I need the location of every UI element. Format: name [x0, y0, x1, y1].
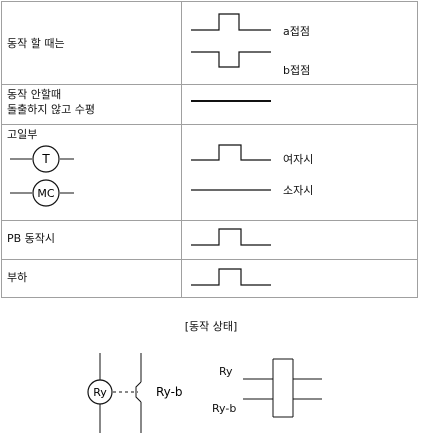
- row3-label: 고일부: [7, 128, 38, 141]
- excited-label: 여자시: [283, 153, 314, 166]
- column-divider: [181, 2, 182, 297]
- row5-label: 부하: [7, 271, 28, 284]
- pb-wave: [191, 228, 271, 246]
- excitation-wave: [191, 144, 271, 191]
- coil-t-label: T: [41, 152, 50, 166]
- a-contact-label: a접점: [283, 25, 310, 38]
- symbol-table: [1, 1, 418, 298]
- row4-label: PB 동작시: [7, 232, 56, 245]
- row-divider: [2, 259, 417, 260]
- relay-circuit: Ry Ry-b: [87, 353, 183, 433]
- relay-coil-label: Ry: [93, 386, 107, 399]
- coil-mc-circle: [32, 179, 60, 207]
- row2-label-line2: 돌출하지 않고 수평: [7, 103, 95, 116]
- relay-contact-label: Ry-b: [156, 385, 183, 399]
- row-divider: [2, 124, 417, 125]
- deenergized-label: 소자시: [283, 184, 314, 197]
- row2-label-line1: 동작 안할때: [7, 88, 62, 101]
- row-divider: [2, 220, 417, 221]
- load-wave: [191, 268, 271, 286]
- coil-t-circle: [32, 145, 60, 173]
- timing-ryb-label: Ry-b: [212, 402, 237, 415]
- row-divider: [2, 84, 417, 85]
- b-contact-label: b접점: [283, 64, 311, 77]
- coil-mc-label: MC: [37, 187, 54, 200]
- timing-ry-label: Ry: [219, 365, 233, 378]
- timing-chart: [243, 358, 322, 418]
- flat-line: [191, 100, 271, 102]
- row1-label: 동작 할 때는: [7, 37, 65, 50]
- coil-symbols: T MC: [10, 145, 74, 207]
- figure-caption: [동작 상태]: [184, 320, 238, 333]
- ab-contact-wave: [191, 13, 271, 68]
